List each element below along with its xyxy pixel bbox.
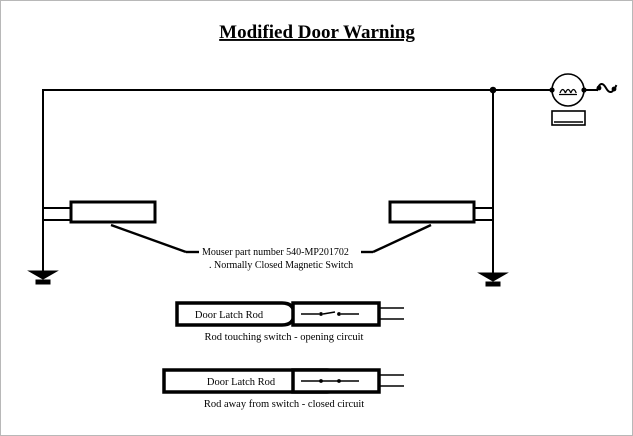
ground-symbol-left — [27, 270, 59, 285]
ground-symbol-right — [477, 272, 509, 287]
annotation-leader-lines — [110, 223, 432, 254]
detail-rod-touching: Door Latch Rod Rod touching switch - ope… — [175, 301, 404, 343]
door-latch-rod-label-bottom: Door Latch Rod — [207, 377, 276, 388]
magnetic-reed-switch-left[interactable] — [69, 200, 157, 224]
door-latch-rod-label-top: Door Latch Rod — [195, 310, 264, 321]
leader-line-left — [110, 223, 187, 254]
buzzer-terminal-left — [549, 87, 555, 93]
main-circuit-wiring — [42, 86, 550, 274]
detail-rod-away: Door Latch Rod Rod away from switch - cl… — [162, 368, 404, 410]
detail-switch-body-top[interactable] — [291, 301, 381, 327]
detail-caption-top: Rod touching switch - opening circuit — [205, 332, 364, 343]
buzzer-sounder[interactable] — [549, 73, 598, 107]
squiggle-wire-tail — [595, 83, 618, 93]
battery — [551, 110, 586, 126]
detail-caption-bottom: Rod away from switch - closed circuit — [204, 399, 364, 410]
switch-contacts-open — [301, 311, 359, 316]
wire-junction-dot — [489, 86, 497, 94]
magnetic-reed-switch-right[interactable] — [388, 200, 476, 224]
switch-part-number-label: Mouser part number 540-MP201702 — [202, 247, 349, 258]
page-title: Modified Door Warning — [219, 22, 415, 43]
switch-type-label: . Normally Closed Magnetic Switch — [209, 260, 353, 271]
leader-line-right — [372, 223, 432, 254]
switch-contacts-closed — [301, 379, 359, 383]
